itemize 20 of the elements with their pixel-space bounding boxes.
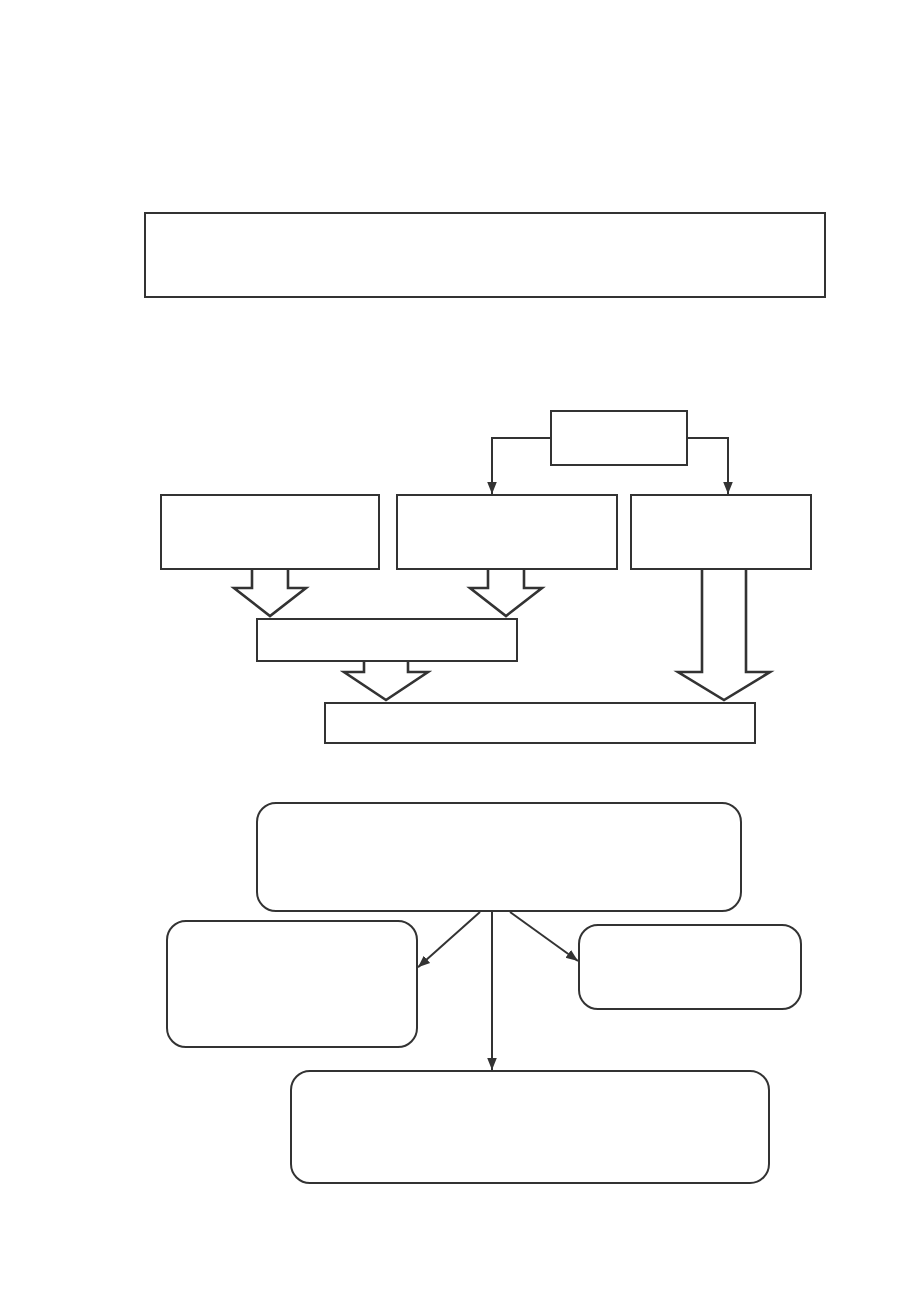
block-arrow	[466, 568, 546, 618]
rounded-box	[166, 920, 418, 1048]
process-box	[630, 494, 812, 570]
process-box	[324, 702, 756, 744]
process-box	[396, 494, 618, 570]
arrow	[509, 911, 579, 962]
arrow	[687, 437, 733, 495]
process-box	[256, 618, 518, 662]
process-box	[550, 410, 688, 466]
block-arrow	[673, 568, 775, 702]
block-arrow	[230, 568, 310, 618]
rounded-box	[256, 802, 742, 912]
process-box	[160, 494, 380, 570]
rounded-box	[290, 1070, 770, 1184]
arrow	[487, 437, 551, 495]
rounded-box	[578, 924, 802, 1010]
arrow	[417, 911, 481, 969]
block-arrow	[339, 660, 433, 702]
arrow	[487, 911, 497, 1071]
process-box	[144, 212, 826, 298]
